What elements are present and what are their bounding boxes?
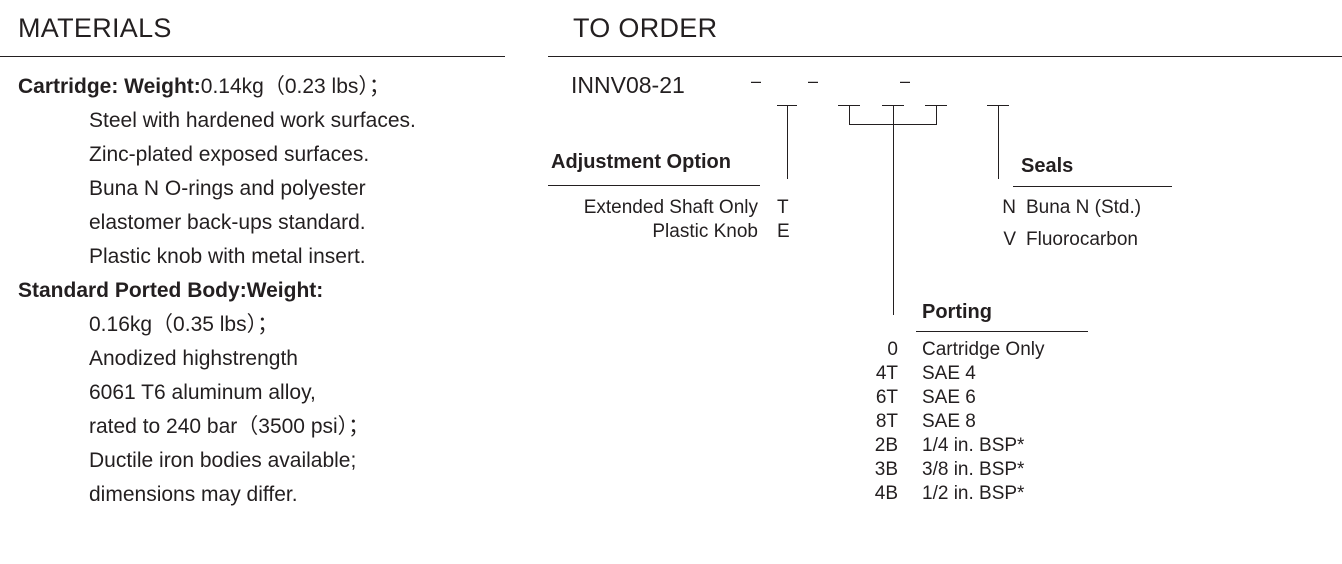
body-desc-line: 0.16kg（0.35 lbs）； bbox=[89, 313, 279, 336]
porting-label: SAE 6 bbox=[922, 387, 976, 408]
body-desc-line: Anodized highstrength bbox=[89, 347, 298, 370]
porting-codes: 0 4T 6T 8T 2B 3B 4B bbox=[840, 338, 898, 506]
adjustment-title: Adjustment Option bbox=[551, 151, 731, 173]
porting-code: 0 bbox=[887, 339, 898, 360]
dash-porting: – bbox=[808, 71, 819, 91]
materials-rule bbox=[0, 56, 505, 57]
porting-code: 2B bbox=[874, 435, 898, 456]
cartridge-desc-line: Plastic knob with metal insert. bbox=[89, 245, 366, 268]
seals-rule bbox=[1013, 186, 1172, 187]
adjustment-code: E bbox=[777, 221, 790, 242]
body-desc-line: 6061 T6 aluminum alloy, bbox=[89, 381, 316, 404]
porting-label: Cartridge Only bbox=[922, 339, 1045, 360]
body-desc-line: Ductile iron bodies available; bbox=[89, 449, 357, 472]
cartridge-desc-line: Buna N O-rings and polyester bbox=[89, 177, 366, 200]
porting-label: 1/2 in. BSP* bbox=[922, 483, 1025, 504]
adjustment-leader bbox=[787, 105, 788, 179]
dash-seals: – bbox=[900, 71, 911, 91]
cartridge-line: Cartridge: Weight:0.14kg（0.23 lbs）； bbox=[18, 70, 416, 104]
seals-leader bbox=[998, 105, 999, 179]
cartridge-weight: 0.14kg（0.23 lbs）； bbox=[200, 75, 390, 98]
cartridge-desc-line: Zinc-plated exposed surfaces. bbox=[89, 143, 370, 166]
seals-label: Fluorocarbon bbox=[1026, 229, 1138, 250]
model-code: INNV08-21 bbox=[571, 72, 685, 98]
porting-code: 8T bbox=[875, 411, 898, 432]
porting-drop-1 bbox=[849, 105, 850, 125]
porting-label: 1/4 in. BSP* bbox=[922, 435, 1025, 456]
seals-title: Seals bbox=[1021, 155, 1074, 177]
porting-drop-3 bbox=[936, 105, 937, 125]
adjustment-label: Plastic Knob bbox=[652, 221, 758, 242]
seals-label: Buna N (Std.) bbox=[1026, 197, 1142, 218]
porting-label: SAE 8 bbox=[922, 411, 976, 432]
porting-code: 6T bbox=[875, 387, 898, 408]
body-desc-line: rated to 240 bar（3500 psi）； bbox=[89, 415, 370, 438]
body-label: Standard Ported Body:Weight: bbox=[18, 279, 324, 302]
porting-code: 4T bbox=[875, 363, 898, 384]
porting-label: SAE 4 bbox=[922, 363, 976, 384]
adjustment-code: T bbox=[777, 197, 789, 218]
porting-labels: Cartridge Only SAE 4 SAE 6 SAE 8 1/4 in.… bbox=[922, 338, 1045, 506]
materials-body: Cartridge: Weight:0.14kg（0.23 lbs）； Stee… bbox=[18, 70, 416, 512]
dash-adjustment: – bbox=[751, 71, 762, 91]
cartridge-desc-line: Steel with hardened work surfaces. bbox=[89, 109, 416, 132]
cartridge-desc-line: elastomer back-ups standard. bbox=[89, 211, 366, 234]
porting-title: Porting bbox=[922, 301, 992, 323]
body-desc-line: dimensions may differ. bbox=[89, 483, 298, 506]
porting-rule bbox=[916, 331, 1088, 332]
porting-code: 3B bbox=[874, 459, 898, 480]
seals-code: N bbox=[1002, 197, 1016, 218]
porting-leader bbox=[893, 105, 894, 315]
seals-code: V bbox=[1003, 229, 1016, 250]
porting-label: 3/8 in. BSP* bbox=[922, 459, 1025, 480]
body-line: Standard Ported Body:Weight: bbox=[18, 274, 416, 308]
order-rule bbox=[548, 56, 1342, 57]
order-heading: TO ORDER bbox=[573, 13, 718, 43]
adjustment-rule bbox=[548, 185, 760, 186]
adjustment-label: Extended Shaft Only bbox=[583, 197, 758, 218]
materials-heading: MATERIALS bbox=[18, 13, 172, 43]
porting-code: 4B bbox=[874, 483, 898, 504]
cartridge-label: Cartridge: Weight: bbox=[18, 75, 201, 98]
